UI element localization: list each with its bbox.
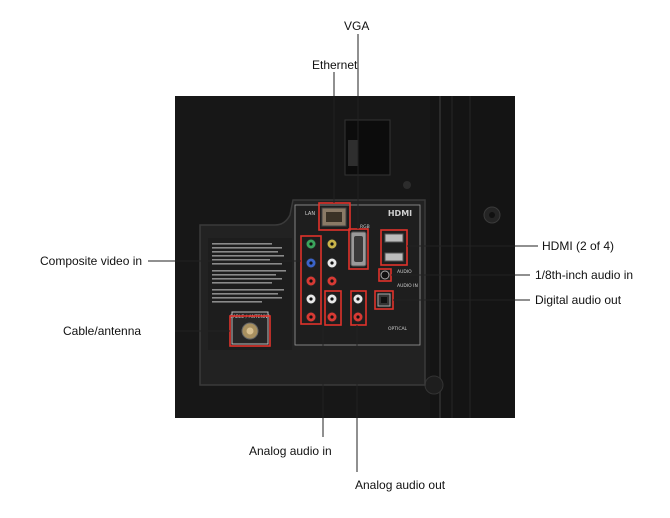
eighth-inch-audio-callout: 1/8th-inch audio in bbox=[535, 268, 634, 282]
analog-audio-out-callout: Analog audio out bbox=[355, 478, 446, 492]
eighth-inch-audio-jack bbox=[380, 270, 390, 280]
cable-antenna-panel-label: CABLE / ANTENNA bbox=[230, 314, 272, 320]
optical-socket bbox=[381, 297, 387, 303]
hdmi-logo: HDMI bbox=[388, 209, 412, 218]
tv-side-edge bbox=[430, 96, 515, 418]
ethernet-callout: Ethernet bbox=[312, 58, 358, 72]
analog-in-highlight bbox=[324, 290, 342, 326]
analog-audio-out-jacks bbox=[352, 293, 364, 323]
audio-in-panel-label: AUDIO IN bbox=[397, 283, 418, 289]
fine-print-lines bbox=[212, 243, 286, 303]
mount-screw-center bbox=[489, 212, 495, 218]
top-connector-latch bbox=[348, 140, 358, 166]
audio-panel-label: AUDIO bbox=[397, 269, 412, 275]
hdmi-callout: HDMI (2 of 4) bbox=[542, 239, 615, 253]
mount-screw bbox=[424, 375, 444, 395]
vga-callout: VGA bbox=[344, 19, 370, 33]
hdmi-port-1 bbox=[384, 233, 404, 243]
rgb-panel-label: RGB bbox=[360, 224, 370, 230]
optical-panel-label: OPTICAL bbox=[388, 326, 408, 332]
hdmi-port-2 bbox=[384, 252, 404, 262]
cable-antenna-callout: Cable/antenna bbox=[63, 324, 142, 338]
lan-panel-label: LAN bbox=[305, 211, 315, 217]
vga-socket bbox=[354, 236, 363, 262]
ethernet-socket bbox=[326, 212, 342, 222]
composite-component-jacks bbox=[305, 238, 338, 323]
composite-highlight bbox=[300, 235, 322, 325]
composite-video-callout: Composite video in bbox=[40, 254, 143, 268]
digital-audio-out-callout: Digital audio out bbox=[535, 293, 622, 307]
coax-pin bbox=[246, 327, 254, 335]
hdmi-highlight bbox=[380, 229, 408, 266]
analog-audio-in-callout: Analog audio in bbox=[249, 444, 332, 458]
screw bbox=[403, 181, 411, 189]
analog-out-highlight bbox=[350, 290, 367, 326]
